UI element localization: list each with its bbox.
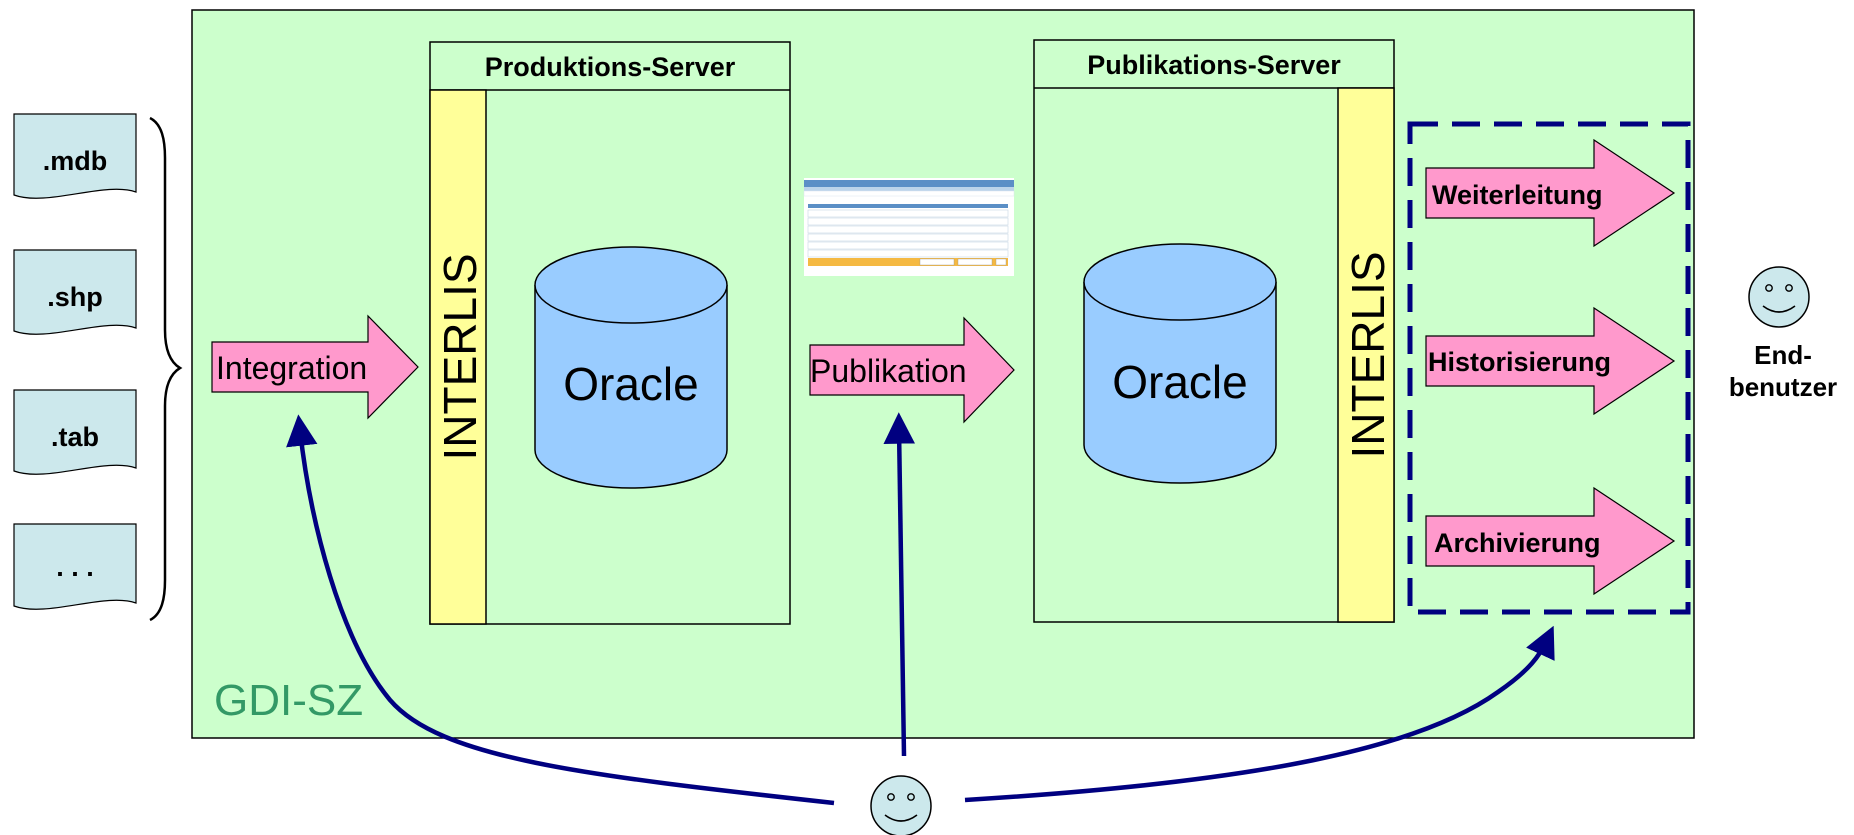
publication-server-title: Publikations-Server [1087, 50, 1341, 80]
service-label: Archivierung [1434, 528, 1601, 558]
control-arrow-publication [883, 412, 915, 757]
document-label: .mdb [43, 146, 108, 176]
document-more: . . . [13, 523, 137, 610]
end-user-label: End- [1754, 340, 1812, 370]
control-arrow-integration [286, 414, 835, 806]
web-app-thumbnail [803, 178, 1015, 276]
end-user-label: benutzer [1729, 372, 1837, 402]
document-label: . . . [56, 552, 94, 582]
end-user-smiley-icon [1748, 266, 1810, 328]
service-arrow-historisierung [1425, 306, 1676, 416]
interlis-bar [1337, 87, 1395, 623]
document-label: .shp [47, 282, 103, 312]
document-tab: .tab [13, 389, 137, 475]
production-server: Produktions-Server INTERLIS Oracle [429, 41, 791, 625]
service-label: Weiterleitung [1432, 180, 1603, 210]
control-arrow-services [964, 625, 1555, 803]
publication-label: Publikation [810, 353, 967, 389]
services-group [1407, 121, 1691, 615]
document-mdb: .mdb [13, 113, 137, 199]
zone-label: GDI-SZ [214, 676, 363, 725]
oracle-label: Oracle [1112, 356, 1247, 408]
document-shp: .shp [13, 249, 137, 335]
oracle-database: Oracle [1083, 243, 1277, 484]
interlis-bar [429, 89, 487, 625]
oracle-label: Oracle [563, 358, 698, 410]
service-label: Historisierung [1428, 347, 1611, 377]
interlis-label: INTERLIS [1342, 251, 1394, 458]
curly-brace [149, 116, 183, 622]
service-arrow-weiterleitung [1425, 138, 1676, 248]
service-arrow-archivierung [1425, 486, 1676, 596]
publication-server: Publikations-Server INTERLIS Oracle [1033, 39, 1395, 623]
publication-arrow [809, 316, 1015, 424]
integration-arrow [211, 314, 419, 420]
oracle-database: Oracle [534, 246, 728, 489]
integration-label: Integration [216, 350, 367, 386]
interlis-label: INTERLIS [434, 253, 486, 460]
document-label: .tab [51, 422, 99, 452]
operator-smiley-icon [870, 775, 932, 835]
production-server-title: Produktions-Server [485, 52, 736, 82]
